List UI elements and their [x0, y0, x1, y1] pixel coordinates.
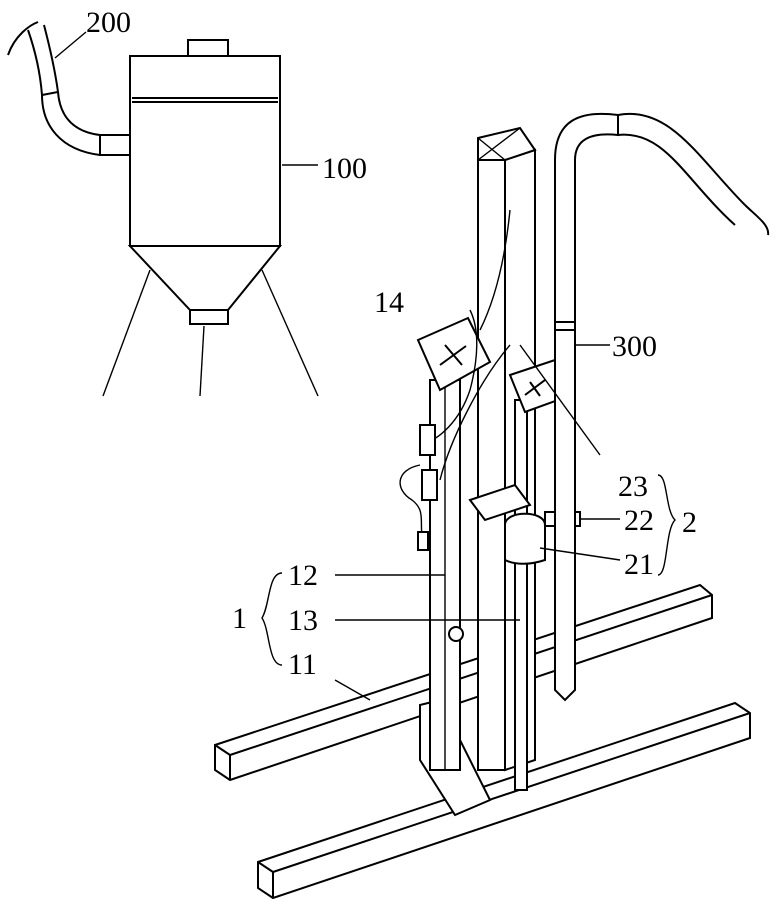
label-13: 13 [288, 604, 318, 637]
label-22: 22 [624, 504, 654, 537]
hopper-100 [102, 39, 319, 397]
pipe-300 [554, 112, 770, 702]
label-23: 23 [618, 470, 648, 503]
clamp-assembly-2 [399, 424, 581, 565]
label-14: 14 [374, 286, 404, 319]
label-300: 300 [612, 330, 657, 363]
label-21: 21 [624, 548, 654, 581]
label-100: 100 [322, 152, 367, 185]
label-1: 1 [232, 602, 247, 635]
label-200: 200 [86, 6, 131, 39]
hose-200 [7, 21, 131, 157]
label-2: 2 [682, 506, 697, 539]
central-column [477, 126, 537, 791]
leader-lines [54, 31, 676, 701]
label-11: 11 [288, 648, 317, 681]
label-12: 12 [288, 559, 318, 592]
